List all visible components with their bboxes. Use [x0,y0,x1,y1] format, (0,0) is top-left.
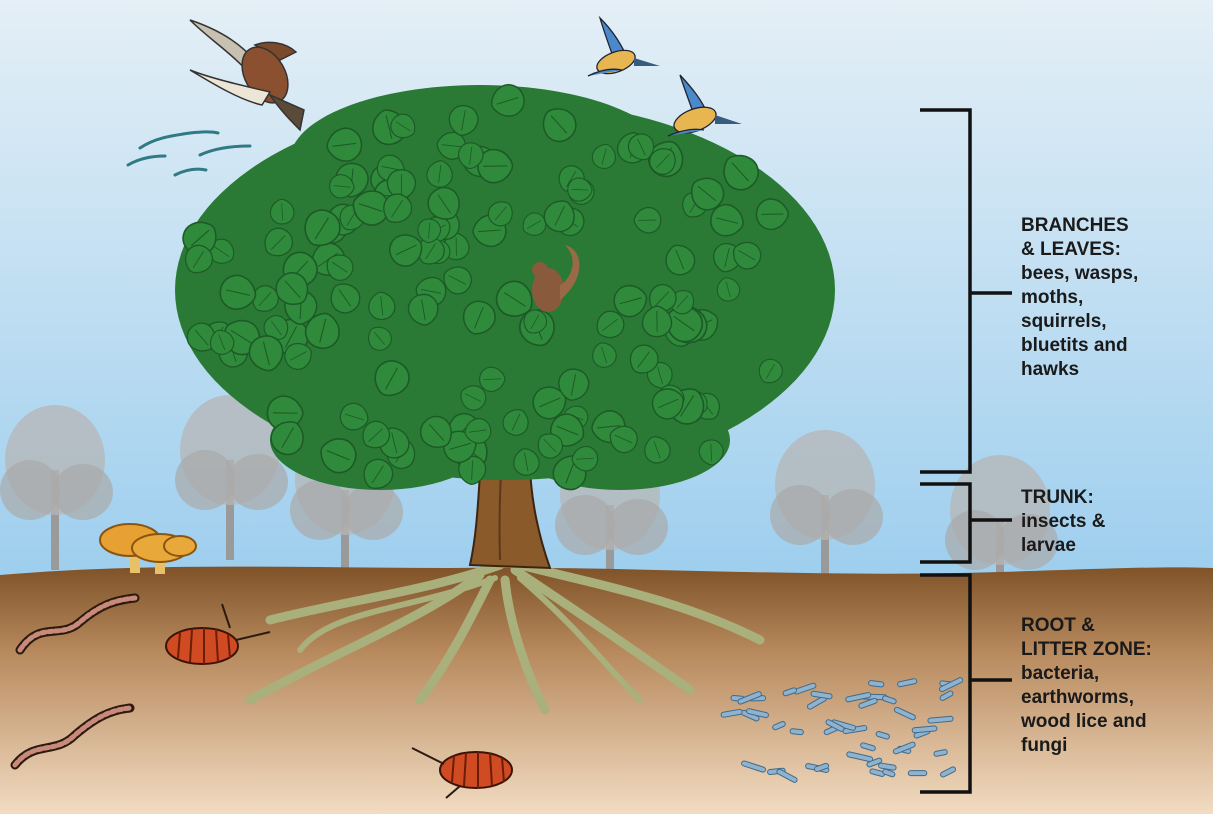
label-line: hawks [1021,358,1138,382]
label-line: insects & [1021,510,1105,534]
label-branches-and-leaves: BRANCHES & LEAVES: bees, wasps, moths, s… [1021,214,1138,382]
label-line: LITTER ZONE: [1021,638,1152,662]
label-root-and-litter-zone: ROOT & LITTER ZONE: bacteria, earthworms… [1021,614,1152,758]
label-line: bluetits and [1021,334,1138,358]
label-line: BRANCHES [1021,214,1138,238]
label-trunk: TRUNK: insects & larvae [1021,486,1105,558]
label-line: fungi [1021,734,1152,758]
label-line: larvae [1021,534,1105,558]
label-line: wood lice and [1021,710,1152,734]
label-line: ROOT & [1021,614,1152,638]
label-line: bees, wasps, [1021,262,1138,286]
label-line: earthworms, [1021,686,1152,710]
label-line: & LEAVES: [1021,238,1138,262]
bacterium [790,729,804,735]
label-line: TRUNK: [1021,486,1105,510]
bacterium [908,771,927,776]
label-line: squirrels, [1021,310,1138,334]
label-line: moths, [1021,286,1138,310]
label-line: bacteria, [1021,662,1152,686]
